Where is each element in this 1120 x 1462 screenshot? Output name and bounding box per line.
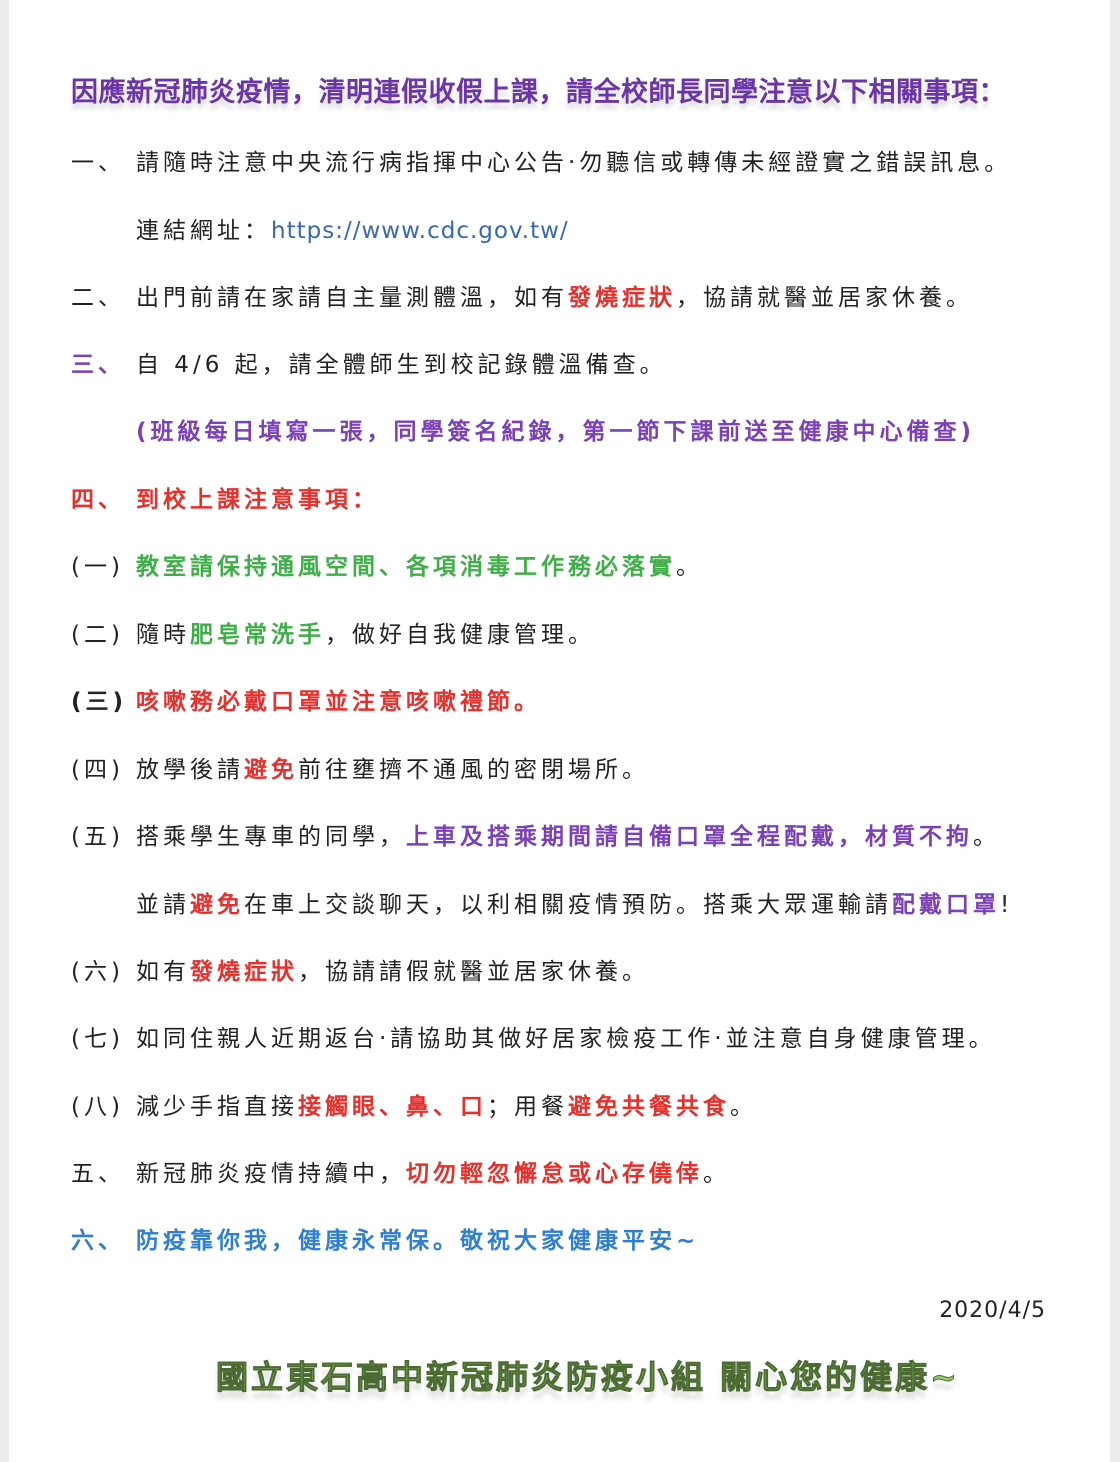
text-segment: 切勿輕忽懈怠或心存僥倖 bbox=[406, 1161, 703, 1187]
item-marker: 四、 bbox=[71, 487, 125, 513]
text-segment: 並請 bbox=[136, 892, 190, 918]
item-marker: (一) bbox=[71, 554, 124, 580]
text-segment: 請隨時注意中央流行病指揮中心公告‧勿聽信或轉傳未經證實之錯誤訊息。 bbox=[136, 150, 1012, 176]
text-segment: 避免 bbox=[244, 757, 298, 783]
text-segment: 上車及搭乘期間請自備口罩全程配戴，材質不拘 bbox=[406, 824, 973, 850]
text-segment: 。 bbox=[730, 1094, 757, 1120]
text-segment: (班級每日填寫一張，同學簽名紀錄，第一節下課前送至健康中心備查) bbox=[136, 419, 976, 445]
notice-item: 四、到校上課注意事項： bbox=[71, 480, 379, 514]
text-segment: ，做好自我健康管理。 bbox=[325, 622, 595, 648]
notice-date: 2020/4/5 bbox=[939, 1298, 1046, 1323]
text-segment: 搭乘學生專車的同學， bbox=[136, 824, 406, 850]
text-segment: 咳嗽務必戴口罩並注意咳嗽禮節。 bbox=[136, 689, 541, 715]
document-page: 因應新冠肺炎疫情，清明連假收假上課，請全校師長同學注意以下相關事項： 一、請隨時… bbox=[9, 0, 1110, 1462]
text-segment: 發燒症狀 bbox=[190, 959, 298, 985]
notice-item: 二、出門前請在家請自主量測體溫，如有發燒症狀，協請就醫並居家休養。 bbox=[71, 278, 973, 312]
cdc-link[interactable]: https://www.cdc.gov.tw/ bbox=[271, 218, 569, 244]
notice-item: (八) 減少手指直接接觸眼、鼻、口；用餐避免共餐共食。 bbox=[71, 1087, 757, 1121]
item-marker: 一、 bbox=[71, 150, 125, 176]
text-segment: 。 bbox=[676, 554, 703, 580]
notice-item: 並請避免在車上交談聊天，以利相關疫情預防。搭乘大眾運輸請配戴口罩! bbox=[71, 885, 1013, 919]
text-segment: 出門前請在家請自主量測體溫，如有 bbox=[136, 285, 568, 311]
text-segment: ，協請就醫並居家休養。 bbox=[676, 285, 973, 311]
text-segment: 在車上交談聊天，以利相關疫情預防。搭乘大眾運輸請 bbox=[244, 892, 892, 918]
text-segment: 避免 bbox=[190, 892, 244, 918]
item-marker: 三、 bbox=[71, 352, 125, 378]
text-segment: 。 bbox=[973, 824, 1000, 850]
item-marker: 二、 bbox=[71, 285, 125, 311]
text-segment: 前往壅擠不通風的密閉場所。 bbox=[298, 757, 649, 783]
notice-title: 因應新冠肺炎疫情，清明連假收假上課，請全校師長同學注意以下相關事項： bbox=[71, 77, 1006, 108]
text-segment: 避免共餐共食 bbox=[568, 1094, 730, 1120]
notice-item: (班級每日填寫一張，同學簽名紀錄，第一節下課前送至健康中心備查) bbox=[71, 412, 975, 446]
text-segment: 接觸眼、鼻、口 bbox=[298, 1094, 487, 1120]
notice-item: (六) 如有發燒症狀，協請請假就醫並居家休養。 bbox=[71, 952, 649, 986]
text-segment: 到校上課注意事項： bbox=[136, 487, 379, 513]
text-segment: 放學後請 bbox=[136, 757, 244, 783]
item-marker: (八) bbox=[71, 1094, 124, 1120]
text-segment: 配戴口罩 bbox=[892, 892, 1000, 918]
text-segment: 隨時 bbox=[136, 622, 190, 648]
text-segment: ；用餐 bbox=[487, 1094, 568, 1120]
text-segment: 新冠肺炎疫情持續中， bbox=[136, 1161, 406, 1187]
text-segment: 如同住親人近期返台‧請協助其做好居家檢疫工作‧並注意自身健康管理。 bbox=[136, 1026, 996, 1052]
notice-item: 連結網址：https://www.cdc.gov.tw/ bbox=[71, 211, 569, 245]
item-marker: (二) bbox=[71, 622, 124, 648]
notice-item: 六、防疫靠你我，健康永常保。敬祝大家健康平安~ bbox=[71, 1221, 699, 1255]
text-segment: 肥皂常洗手 bbox=[190, 622, 325, 648]
notice-item: (二) 隨時肥皂常洗手，做好自我健康管理。 bbox=[71, 615, 595, 649]
text-segment: 連結網址： bbox=[136, 218, 271, 244]
notice-item: (三) 咳嗽務必戴口罩並注意咳嗽禮節。 bbox=[71, 682, 541, 716]
item-marker: (四) bbox=[71, 757, 124, 783]
text-segment: 發燒症狀 bbox=[568, 285, 676, 311]
notice-item: (一) 教室請保持通風空間、各項消毒工作務必落實。 bbox=[71, 547, 703, 581]
item-marker: (六) bbox=[71, 959, 124, 985]
item-marker: 五、 bbox=[71, 1161, 125, 1187]
item-marker: (三) bbox=[71, 689, 128, 715]
text-segment: ! bbox=[1000, 892, 1014, 918]
notice-item: 五、新冠肺炎疫情持續中，切勿輕忽懈怠或心存僥倖。 bbox=[71, 1154, 730, 1188]
notice-item: 三、自 4/6 起，請全體師生到校記錄體溫備查。 bbox=[71, 345, 667, 379]
item-marker: 六、 bbox=[71, 1228, 125, 1254]
signature-footer: 國立東石高中新冠肺炎防疫小組 關心您的健康~ bbox=[216, 1358, 960, 1397]
text-segment: 防疫靠你我，健康永常保。敬祝大家健康平安~ bbox=[136, 1228, 700, 1254]
text-segment: 自 4/6 起，請全體師生到校記錄體溫備查。 bbox=[136, 352, 667, 378]
item-marker: (五) bbox=[71, 824, 124, 850]
item-marker: (七) bbox=[71, 1026, 124, 1052]
notice-item: (四) 放學後請避免前往壅擠不通風的密閉場所。 bbox=[71, 750, 649, 784]
text-segment: 教室請保持通風空間、各項消毒工作務必落實 bbox=[136, 554, 676, 580]
text-segment: 減少手指直接 bbox=[136, 1094, 298, 1120]
notice-item: 一、請隨時注意中央流行病指揮中心公告‧勿聽信或轉傳未經證實之錯誤訊息。 bbox=[71, 143, 1011, 177]
notice-item: (五) 搭乘學生專車的同學，上車及搭乘期間請自備口罩全程配戴，材質不拘。 bbox=[71, 817, 1000, 851]
text-segment: ，協請請假就醫並居家休養。 bbox=[298, 959, 649, 985]
text-segment: 如有 bbox=[136, 959, 190, 985]
text-segment: 。 bbox=[703, 1161, 730, 1187]
notice-item: (七) 如同住親人近期返台‧請協助其做好居家檢疫工作‧並注意自身健康管理。 bbox=[71, 1019, 996, 1053]
